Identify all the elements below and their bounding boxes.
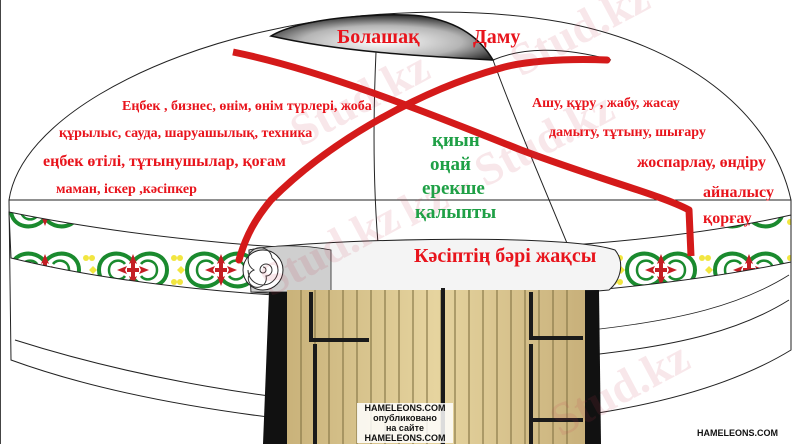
right-label-5: қорғау [703,210,752,227]
credit-line: HAMELEONS.COM [357,433,453,443]
right-label-2: дамыту, тұтыну, шығару [549,125,706,140]
center-label-difficult: қиын [432,130,480,151]
center-label-normal: қалыпты [415,202,497,223]
door-credit: HAMELEONS.COM опубликовано на сайте HAME… [357,403,453,443]
crown-label-future: Болашақ [337,26,420,48]
right-label-4: айналысу [703,184,774,201]
center-label-special: ерекше [422,178,485,199]
corner-credit: HAMELEONS.COM [697,428,778,438]
credit-line: на сайте [357,423,453,433]
banner-label: Кәсіптің бәрі жақсы [414,245,597,267]
credit-line: опубликовано [357,413,453,423]
left-label-4: маман, іскер ,кәсіпкер [56,182,197,197]
left-label-2: құрылыс, сауда, шаруашылық, техника [59,126,313,141]
crown-label-development: Даму [473,26,521,48]
right-label-1: Ашу, құру , жабу, жасау [532,96,680,111]
right-label-3: жоспарлау, өндіру [637,154,767,171]
credit-line: HAMELEONS.COM [357,403,453,413]
left-label-3: еңбек өтілі, тұтынушылар, қоғам [43,153,286,170]
left-label-1: Еңбек , бизнес, өнім, өнім түрлері, жоба [122,99,372,114]
center-label-easy: оңай [430,154,471,175]
